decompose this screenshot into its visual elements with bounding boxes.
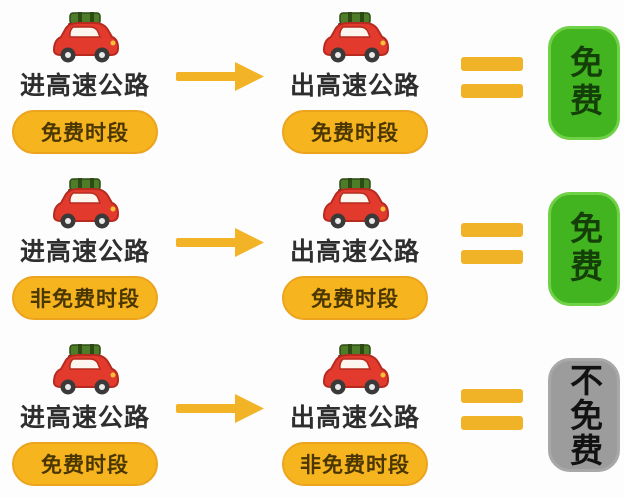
exit-highway-group: 出高速公路 免费时段 xyxy=(270,12,440,154)
enter-period-badge: 免费时段 xyxy=(12,110,158,154)
rule-row-3: 进高速公路 免费时段 出高速公路 非免费时段 不免费 xyxy=(0,332,624,498)
result-cell: 不免费 xyxy=(544,358,624,472)
enter-period-badge: 非免费时段 xyxy=(12,276,158,320)
enter-highway-group: 进高速公路 免费时段 xyxy=(0,12,170,154)
right-arrow-icon xyxy=(174,389,266,427)
enter-highway-label: 进高速公路 xyxy=(19,404,150,432)
equals-bar-top xyxy=(461,222,523,237)
equals-bar-top xyxy=(461,388,523,403)
enter-period-badge: 免费时段 xyxy=(12,442,158,486)
exit-highway-label: 出高速公路 xyxy=(289,238,420,266)
enter-highway-label: 进高速公路 xyxy=(19,72,150,100)
flow-arrow xyxy=(170,223,270,261)
equals-bar-bottom xyxy=(461,83,523,98)
car-icon xyxy=(319,178,391,230)
equals-icon xyxy=(440,56,544,98)
flow-arrow xyxy=(170,389,270,427)
equals-icon xyxy=(440,388,544,430)
equals-bar-top xyxy=(461,56,523,71)
rule-row-1: 进高速公路 免费时段 出高速公路 免费时段 免费 xyxy=(0,0,624,166)
flow-arrow xyxy=(170,57,270,95)
result-badge-free: 免费 xyxy=(548,192,620,306)
result-badge-free: 免费 xyxy=(548,26,620,140)
equals-bar-bottom xyxy=(461,249,523,264)
enter-highway-group: 进高速公路 非免费时段 xyxy=(0,178,170,320)
rule-row-2: 进高速公路 非免费时段 出高速公路 免费时段 免费 xyxy=(0,166,624,332)
exit-period-badge: 免费时段 xyxy=(282,110,428,154)
result-cell: 免费 xyxy=(544,192,624,306)
car-icon xyxy=(319,12,391,64)
enter-highway-label: 进高速公路 xyxy=(19,238,150,266)
right-arrow-icon xyxy=(174,57,266,95)
equals-icon xyxy=(440,222,544,264)
car-icon xyxy=(49,178,121,230)
exit-period-badge: 免费时段 xyxy=(282,276,428,320)
exit-highway-group: 出高速公路 免费时段 xyxy=(270,178,440,320)
enter-highway-group: 进高速公路 免费时段 xyxy=(0,344,170,486)
result-cell: 免费 xyxy=(544,26,624,140)
car-icon xyxy=(49,12,121,64)
exit-highway-label: 出高速公路 xyxy=(289,404,420,432)
car-icon xyxy=(49,344,121,396)
exit-period-badge: 非免费时段 xyxy=(282,442,428,486)
right-arrow-icon xyxy=(174,223,266,261)
exit-highway-group: 出高速公路 非免费时段 xyxy=(270,344,440,486)
result-badge-not-free: 不免费 xyxy=(548,358,620,472)
car-icon xyxy=(319,344,391,396)
equals-bar-bottom xyxy=(461,415,523,430)
exit-highway-label: 出高速公路 xyxy=(289,72,420,100)
